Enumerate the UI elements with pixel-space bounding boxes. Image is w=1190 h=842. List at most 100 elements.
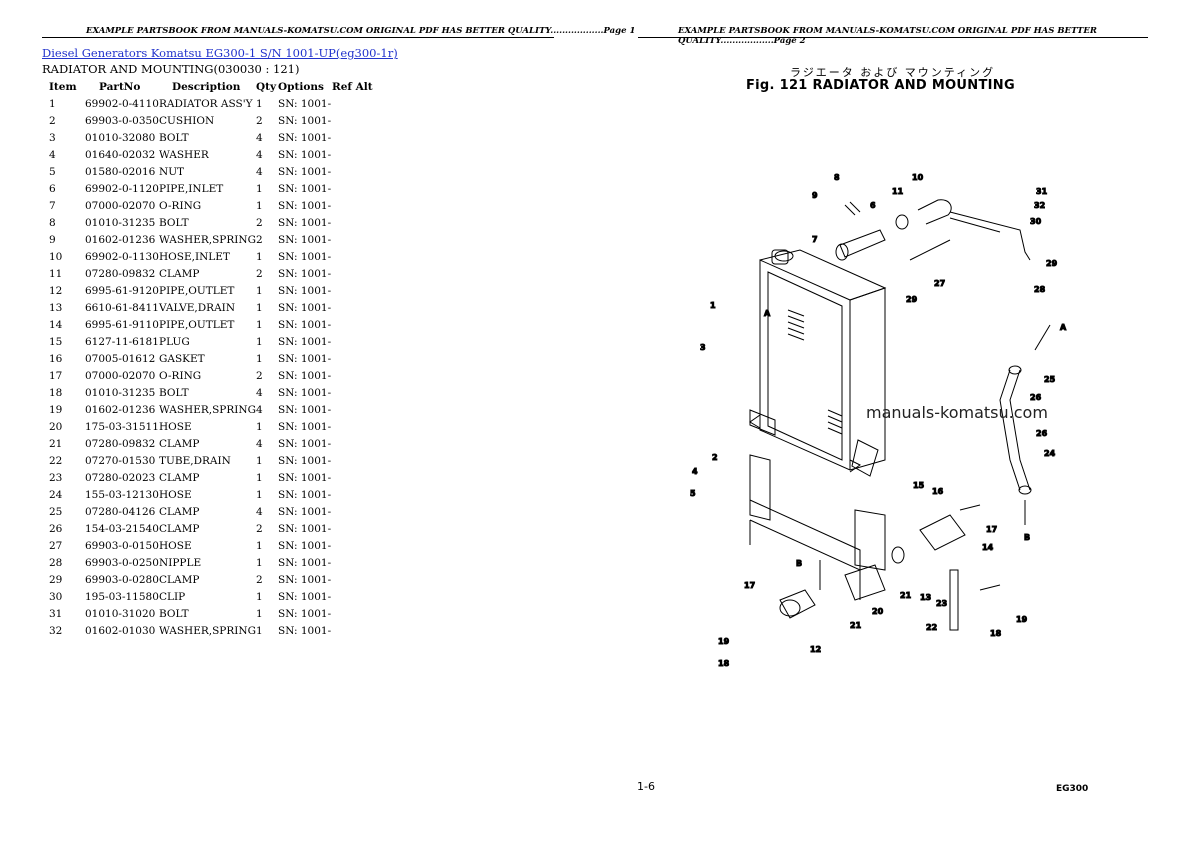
cell-partno: 07280-04126 [85, 505, 156, 518]
cell-qty: 4 [256, 131, 263, 144]
cell-qty: 1 [256, 607, 263, 620]
cell-description: CLAMP [159, 267, 200, 280]
cell-item: 15 [49, 335, 63, 348]
cell-options: SN: 1001- [278, 267, 332, 280]
cell-description: PIPE,OUTLET [159, 318, 235, 331]
cell-partno: 07270-01530 [85, 454, 156, 467]
cell-partno: 6127-11-6181 [85, 335, 159, 348]
figure-title-japanese: ラジエータ および マウンティング [790, 66, 996, 79]
cell-qty: 4 [256, 403, 263, 416]
cell-partno: 175-03-31511 [85, 420, 159, 433]
col-item: Item [49, 80, 77, 93]
cell-ref-alt [332, 282, 382, 299]
cell-item: 25 [49, 505, 63, 518]
cell-qty: 2 [256, 216, 263, 229]
cell-partno: 07000-02070 [85, 369, 156, 382]
cell-qty: 4 [256, 505, 263, 518]
col-partno: PartNo [99, 80, 141, 93]
cell-ref-alt [332, 435, 382, 452]
model-title-link[interactable]: Diesel Generators Komatsu EG300-1 S/N 10… [42, 46, 398, 60]
cell-qty: 2 [256, 573, 263, 586]
cell-partno: 01010-31235 [85, 216, 156, 229]
cell-ref-alt [332, 265, 382, 282]
cell-options: SN: 1001- [278, 505, 332, 518]
callout-18-right: 18 [990, 629, 1002, 638]
cell-item: 16 [49, 352, 63, 365]
cell-description: CLAMP [159, 471, 200, 484]
cell-options: SN: 1001- [278, 488, 332, 501]
cell-description: GASKET [159, 352, 205, 365]
cell-partno: 69902-0-1130 [85, 250, 159, 263]
cell-item: 29 [49, 573, 63, 586]
lower-outlet-pipe-drawing [779, 504, 1001, 631]
cell-ref-alt [332, 146, 382, 163]
cell-options: SN: 1001- [278, 573, 332, 586]
cell-partno: 01010-32080 [85, 131, 156, 144]
callout-25: 25 [1044, 375, 1056, 384]
header-rule-left [42, 37, 554, 38]
callout-3: 3 [700, 343, 706, 352]
cell-ref-alt [332, 231, 382, 248]
cell-qty: 4 [256, 386, 263, 399]
callout-17-left: 17 [744, 581, 755, 590]
cell-ref-alt [332, 248, 382, 265]
cell-ref-alt [332, 180, 382, 197]
cell-qty: 2 [256, 233, 263, 246]
cell-partno: 07280-02023 [85, 471, 156, 484]
cell-qty: 2 [256, 114, 263, 127]
cell-ref-alt [332, 469, 382, 486]
cell-options: SN: 1001- [278, 624, 332, 637]
callout-16: 16 [932, 487, 944, 496]
cell-item: 12 [49, 284, 63, 297]
cell-partno: 69903-0-0250 [85, 556, 159, 569]
cell-ref-alt [332, 95, 382, 112]
cell-options: SN: 1001- [278, 539, 332, 552]
cell-ref-alt [332, 452, 382, 469]
cell-ref-alt [332, 163, 382, 180]
cell-partno: 195-03-11580 [85, 590, 159, 603]
cell-item: 4 [49, 148, 56, 161]
cell-description: BOLT [159, 131, 189, 144]
cell-description: CLIP [159, 590, 186, 603]
callout-28: 28 [1034, 285, 1046, 294]
callout-4: 4 [692, 467, 698, 476]
cell-qty: 1 [256, 318, 263, 331]
cell-qty: 4 [256, 165, 263, 178]
cell-ref-alt [332, 622, 382, 639]
cell-partno: 69903-0-0350 [85, 114, 159, 127]
cell-ref-alt [332, 554, 382, 571]
cell-item: 2 [49, 114, 56, 127]
cell-options: SN: 1001- [278, 199, 332, 212]
cell-description: PIPE,INLET [159, 182, 224, 195]
cell-description: PIPE,OUTLET [159, 284, 235, 297]
cell-partno: 01602-01030 [85, 624, 156, 637]
cell-description: WASHER,SPRING [159, 233, 256, 246]
section-subtitle: RADIATOR AND MOUNTING(030030 : 121) [42, 62, 300, 76]
cell-qty: 1 [256, 488, 263, 501]
col-description: Description [172, 80, 241, 93]
cell-item: 8 [49, 216, 56, 229]
cell-ref-alt [332, 367, 382, 384]
cell-description: HOSE [159, 420, 192, 433]
callout-29-right: 29 [1046, 259, 1058, 268]
cell-item: 11 [49, 267, 63, 280]
cell-partno: 01602-01236 [85, 403, 156, 416]
cell-qty: 1 [256, 556, 263, 569]
cell-qty: 2 [256, 369, 263, 382]
cell-description: WASHER,SPRING [159, 403, 256, 416]
outlet-hose-drawing [999, 324, 1051, 525]
cell-item: 20 [49, 420, 63, 433]
